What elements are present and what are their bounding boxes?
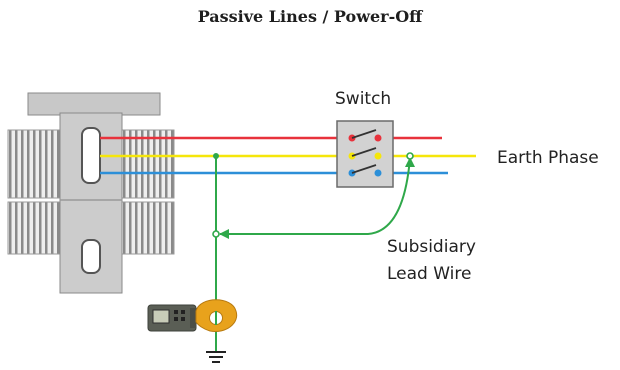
switch-label: Switch xyxy=(335,89,391,109)
arrow-icon xyxy=(219,229,229,239)
subsidiary-lead-wire xyxy=(220,157,411,235)
diagram-title: Passive Lines / Power-Off xyxy=(197,7,423,26)
subsidiary-label: Subsidiary xyxy=(387,237,476,257)
switch-box-icon xyxy=(336,120,394,188)
earth-phase-label: Earth Phase xyxy=(497,148,599,168)
clamp-meter-icon xyxy=(147,299,238,332)
junction-ring xyxy=(212,230,220,238)
earth-phase-contact xyxy=(406,152,414,160)
arrow-icon xyxy=(405,157,415,167)
lead-wire-label: Lead Wire xyxy=(387,264,471,284)
ground-symbol-icon xyxy=(206,351,226,363)
transformer-icon xyxy=(7,92,175,294)
